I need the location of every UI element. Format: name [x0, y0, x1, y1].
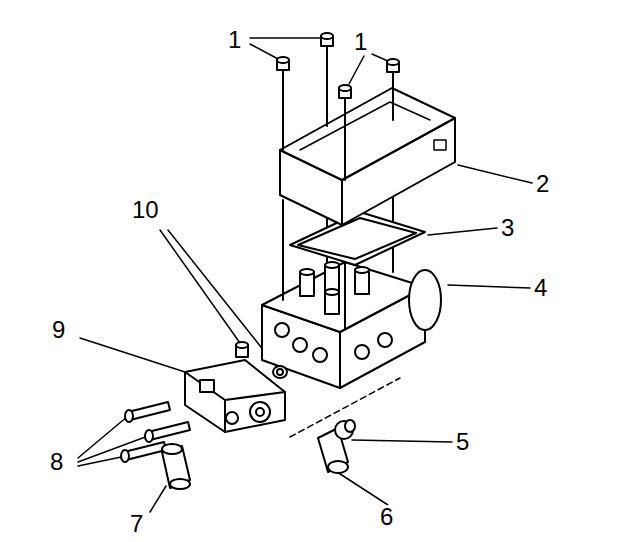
valve-stem	[300, 269, 314, 275]
callout-number: 4	[532, 276, 549, 300]
bolt-head	[125, 410, 133, 422]
port	[256, 408, 264, 416]
screw-shaft	[326, 46, 328, 126]
callout-number: 3	[499, 216, 516, 240]
modulator-body	[262, 262, 441, 388]
leader-line	[349, 56, 364, 84]
cover-detail	[300, 102, 430, 150]
fitting	[277, 369, 283, 375]
callout-number: 8	[48, 450, 65, 474]
leader-line	[160, 230, 240, 343]
screw-shaft	[344, 98, 346, 180]
leader-line	[458, 165, 532, 183]
valve-block-body	[185, 360, 285, 432]
leader-line	[428, 228, 497, 235]
leader-line	[168, 230, 276, 366]
port	[313, 348, 327, 362]
screw-head	[277, 57, 289, 63]
cover-top	[280, 88, 455, 180]
leader-line	[334, 470, 388, 505]
bolt-head	[121, 450, 129, 462]
callout-number: 6	[378, 505, 395, 529]
bolts	[121, 402, 190, 462]
bolt	[128, 402, 170, 420]
sensor-top	[162, 444, 182, 454]
screw-shaft	[282, 70, 284, 150]
screws-upper	[277, 33, 399, 180]
valve-stem	[355, 267, 369, 273]
port	[378, 333, 392, 347]
port	[250, 402, 270, 422]
port	[293, 338, 307, 352]
leader-line	[78, 416, 128, 458]
port	[355, 345, 369, 359]
valve-block-boss	[200, 380, 214, 392]
body-top	[262, 262, 425, 332]
leader-line	[352, 440, 452, 442]
bolt	[124, 442, 166, 460]
sensor-end	[170, 479, 190, 489]
valve-block	[185, 360, 285, 432]
bolt	[148, 422, 190, 440]
leader-line	[250, 37, 320, 39]
switch-tip	[345, 420, 355, 432]
centre-line	[290, 378, 400, 437]
screw-shaft	[392, 72, 394, 120]
motor-housing	[409, 270, 441, 330]
screw-head	[339, 85, 351, 91]
gasket-inner	[298, 218, 416, 259]
cover	[280, 88, 455, 225]
leader-line	[448, 285, 530, 288]
leader-line	[78, 456, 126, 466]
leader-line	[250, 44, 280, 60]
switch	[318, 420, 355, 473]
port	[275, 323, 289, 337]
gasket	[290, 212, 425, 265]
screw-shaft	[282, 200, 284, 300]
fitting	[236, 342, 248, 348]
sensor	[162, 444, 190, 489]
callout-number: 10	[130, 198, 161, 222]
screw-head	[321, 33, 333, 39]
bolt-head	[145, 430, 153, 442]
callout-number: 7	[128, 512, 145, 536]
gasket-outer	[290, 212, 425, 265]
callout-number: 1	[226, 28, 243, 52]
callout-number: 1	[352, 30, 369, 54]
callout-number: 2	[534, 172, 551, 196]
screw-head	[387, 59, 399, 65]
cover-detail	[434, 140, 446, 150]
callout-number: 5	[454, 430, 471, 454]
valve-block-edge	[185, 372, 285, 400]
port	[226, 412, 238, 424]
leader-lines	[78, 38, 532, 512]
leader-line	[150, 486, 166, 512]
leader-line	[80, 338, 185, 372]
fitting	[273, 366, 287, 378]
valve-stem	[325, 289, 339, 295]
callout-number: 9	[50, 318, 67, 342]
switch-end	[328, 461, 348, 473]
